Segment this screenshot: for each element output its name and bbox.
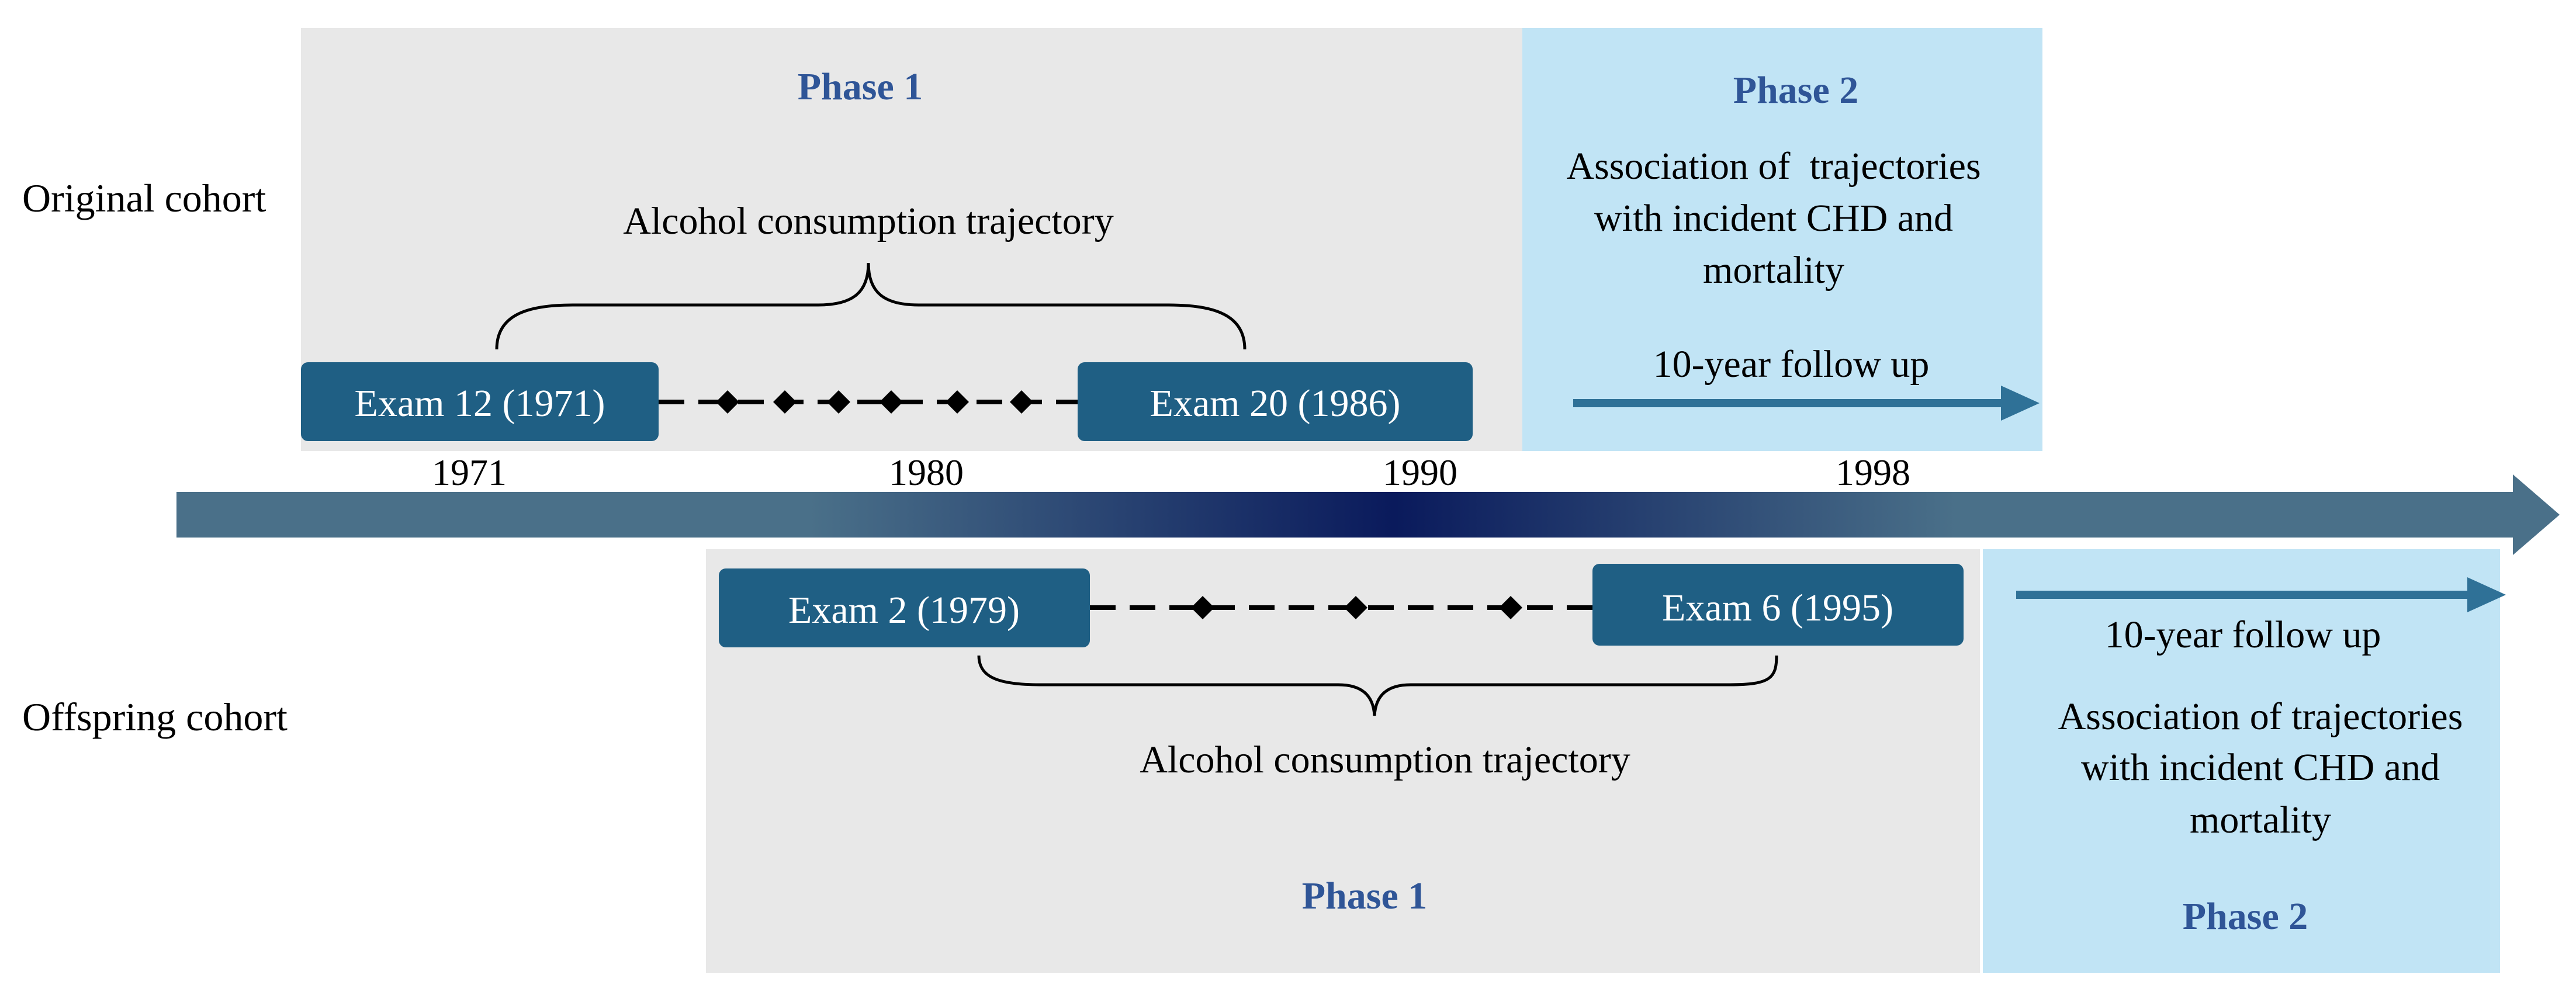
offspring-marker-2 [1344,596,1367,619]
original-cohort-label: Original cohort [22,176,266,220]
year-label-1998: 1998 [1836,452,1910,493]
offspring-trajectory-brace [977,655,1778,716]
offspring-phase2-title: Phase 2 [2183,895,2308,938]
offspring-marker-3 [1499,596,1522,619]
original-exam-start-box [301,362,659,441]
offspring-followup-arrow [2016,577,2506,612]
offspring-exam-end-box [1592,564,1964,646]
original-phase1-title: Phase 1 [798,65,923,108]
original-marker-2 [773,390,797,414]
original-followup-label: 10-year follow up [1653,343,1930,386]
offspring-exam-start-label: Exam 2 (1979) [788,589,1020,632]
original-phase2-title: Phase 2 [1733,69,1859,112]
offspring-association-line-3: mortality [2190,799,2331,841]
original-marker-4 [880,390,903,414]
original-trajectory-label: Alcohol consumption trajectory [623,200,1113,242]
offspring-phase2-panel [1983,549,2500,973]
original-exam-end-box [1078,362,1473,441]
original-phase2-panel [1522,28,2042,451]
original-marker-1 [716,390,739,414]
year-label-1971: 1971 [432,452,507,493]
offspring-cohort-label: Offspring cohort [22,695,288,739]
offspring-marker-1 [1191,596,1214,619]
original-association-line-2: with incident CHD and [1594,197,1953,240]
offspring-phase1-title: Phase 1 [1302,875,1428,917]
year-label-1990: 1990 [1383,452,1457,493]
original-association-line-3: mortality [1703,249,1844,292]
offspring-trajectory-label: Alcohol consumption trajectory [1140,739,1630,781]
offspring-association-line-1: Association of trajectories [2058,695,2463,738]
original-association-line-1: Association of trajectories [1566,145,1981,188]
offspring-exam-start-box [719,568,1090,647]
original-trajectory-brace [495,262,1247,350]
original-marker-6 [1010,390,1033,414]
original-followup-arrow [1573,386,2040,421]
offspring-followup-label: 10-year follow up [2105,613,2381,656]
original-exam-start-label: Exam 12 (1971) [355,382,605,425]
offspring-exam-end-label: Exam 6 (1995) [1662,587,1893,629]
offspring-association-line-2: with incident CHD and [2081,746,2440,789]
original-marker-3 [827,390,850,414]
timeline-arrow [176,474,2560,555]
original-exam-end-label: Exam 20 (1986) [1150,382,1401,425]
year-label-1980: 1980 [889,452,964,493]
original-marker-5 [946,390,969,414]
